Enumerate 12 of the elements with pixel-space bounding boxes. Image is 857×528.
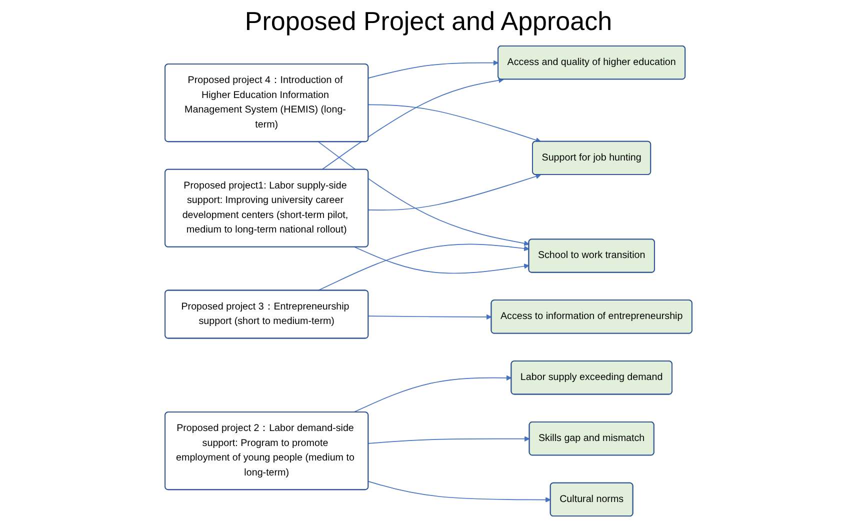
arrow	[354, 246, 530, 274]
arrow	[368, 104, 541, 143]
arrow	[321, 78, 504, 170]
arrow	[318, 142, 530, 246]
arrow	[368, 174, 541, 210]
arrow	[318, 244, 530, 291]
arrow	[368, 314, 492, 320]
arrow	[368, 481, 551, 502]
diagram-title: Proposed Project and Approach	[244, 6, 614, 37]
arrow	[352, 375, 512, 413]
arrow	[368, 436, 530, 444]
arrow	[368, 60, 499, 78]
